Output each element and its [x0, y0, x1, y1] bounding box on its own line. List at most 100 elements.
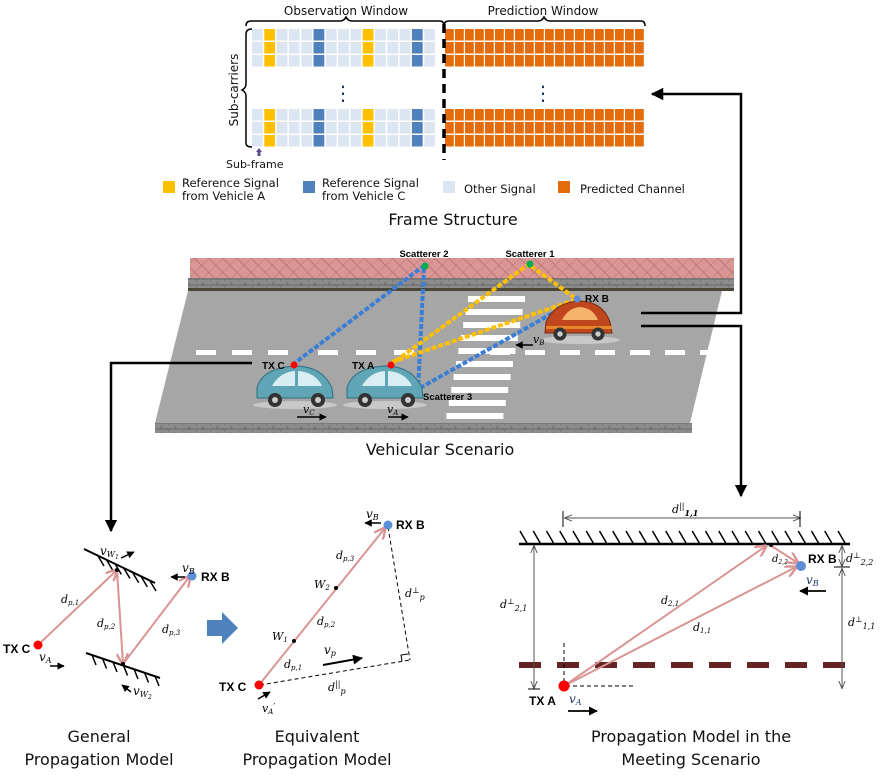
grid-cell-predicted	[595, 109, 604, 121]
grid-cell-predicted	[495, 42, 504, 54]
grid-cell-predicted	[495, 122, 504, 134]
grid-cell	[313, 29, 325, 41]
grid-cell	[264, 122, 276, 134]
grid-cell-predicted	[585, 29, 594, 41]
grid-cell	[399, 55, 411, 67]
grid-cell-predicted	[525, 42, 534, 54]
grid-cell	[313, 55, 325, 67]
grid-cell	[350, 122, 362, 134]
path-d21	[563, 546, 766, 687]
hatch-line	[572, 530, 581, 544]
legend-swatch-predicted	[558, 181, 570, 193]
equivalent-vb-symbol: vB	[366, 507, 379, 522]
grid-cell-predicted	[575, 109, 584, 121]
grid-cell-predicted	[475, 109, 484, 121]
grid-cell	[252, 109, 263, 121]
general-vw1-symbol: vW1	[100, 544, 119, 561]
general-vb-symbol: vB	[182, 561, 195, 576]
v-p-arrow-icon	[322, 654, 363, 666]
grid-cell	[411, 42, 423, 54]
grid-cell-predicted	[525, 55, 534, 67]
grid-cell	[399, 42, 411, 54]
grid-cell-predicted	[635, 42, 644, 54]
hatch-line	[744, 530, 753, 544]
hatch-line	[154, 675, 160, 687]
grid-cell	[399, 122, 411, 134]
grid-cell	[301, 29, 312, 41]
grid-cell-predicted	[595, 55, 604, 67]
hatch-line	[771, 530, 780, 544]
hatch-line	[757, 530, 767, 544]
general-propagation-model: TX C RX B vW1 vB vA vW2 dp,1 dp,2 dp,3 G…	[3, 544, 230, 769]
grid-cell-predicted	[595, 122, 604, 134]
general-caption-line2: Propagation Model	[24, 750, 173, 769]
grid-cell-predicted	[605, 42, 614, 54]
path-dp2	[116, 569, 123, 664]
grid-cell-predicted	[625, 109, 634, 121]
connectors	[104, 87, 748, 533]
hatch-line	[149, 580, 157, 592]
grid-cell	[301, 42, 312, 54]
meeting-va-symbol: vA	[569, 692, 582, 707]
grid-cell-predicted	[545, 122, 554, 134]
grid-cell	[350, 42, 362, 54]
grid-cell	[411, 55, 423, 67]
dpar-p-label: d||p	[328, 680, 346, 696]
grid-cell	[387, 135, 399, 147]
hatch-line	[112, 661, 118, 673]
tx-a-node	[558, 680, 570, 692]
grid-cell-predicted	[555, 135, 564, 147]
hatch-line	[718, 530, 727, 544]
road-surface	[155, 291, 722, 423]
w1-label: W1	[272, 630, 288, 644]
grid-cell-predicted	[625, 55, 634, 67]
rx-b-node-meeting	[796, 561, 806, 571]
grid-cell	[350, 135, 362, 147]
grid-cell-predicted	[515, 55, 524, 67]
reflector-w2-hatching	[91, 654, 160, 687]
grid-cell-predicted	[595, 42, 604, 54]
crosswalk-stripe	[451, 387, 509, 393]
grid-cell	[276, 55, 288, 67]
grid-cell-predicted	[445, 109, 454, 121]
grid-cell	[264, 135, 276, 147]
grid-cell	[411, 29, 423, 41]
hatch-line	[559, 530, 568, 544]
reflector-w1-hatching	[97, 555, 157, 592]
grid-cell	[325, 42, 337, 54]
connector-to-meeting	[641, 324, 748, 498]
tx-a-antenna	[387, 361, 395, 369]
grid-cell	[264, 42, 276, 54]
hatch-line	[598, 530, 608, 544]
path-d22	[769, 544, 798, 563]
grid-cell-predicted	[515, 135, 524, 147]
legend-predicted: Predicted Channel	[580, 182, 685, 196]
legend-swatch-other	[443, 181, 455, 193]
equivalent-path	[258, 528, 385, 686]
grid-cell-predicted	[495, 29, 504, 41]
hatch-line	[810, 530, 820, 544]
rx-b-label: RX B	[585, 294, 609, 305]
prediction-window-label: Prediction Window	[488, 4, 599, 18]
crosswalk-stripe	[448, 400, 506, 406]
lane-dash	[525, 350, 545, 355]
hatch-line	[532, 530, 541, 544]
legend-ref-c-line1: Reference Signal	[322, 176, 419, 190]
legend-swatch-ref-c	[303, 181, 315, 193]
grid-cell	[350, 29, 362, 41]
grid-cell-predicted	[605, 122, 614, 134]
hatch-line	[101, 658, 108, 669]
grid-cell-predicted	[475, 29, 484, 41]
grid-cell-predicted	[455, 55, 464, 67]
scatterer-2-dot	[421, 262, 429, 270]
grid-cell-predicted	[475, 135, 484, 147]
grid-cell	[288, 122, 300, 134]
grid-cell-predicted	[575, 55, 584, 67]
grid-cell-predicted	[515, 42, 524, 54]
grid-cell	[375, 29, 386, 41]
dpar-line	[259, 659, 411, 686]
path-scatterer2-scatterer3	[416, 267, 426, 391]
meeting-caption-line2: Meeting Scenario	[621, 750, 760, 769]
path-scatterer1-rxb	[529, 264, 577, 300]
